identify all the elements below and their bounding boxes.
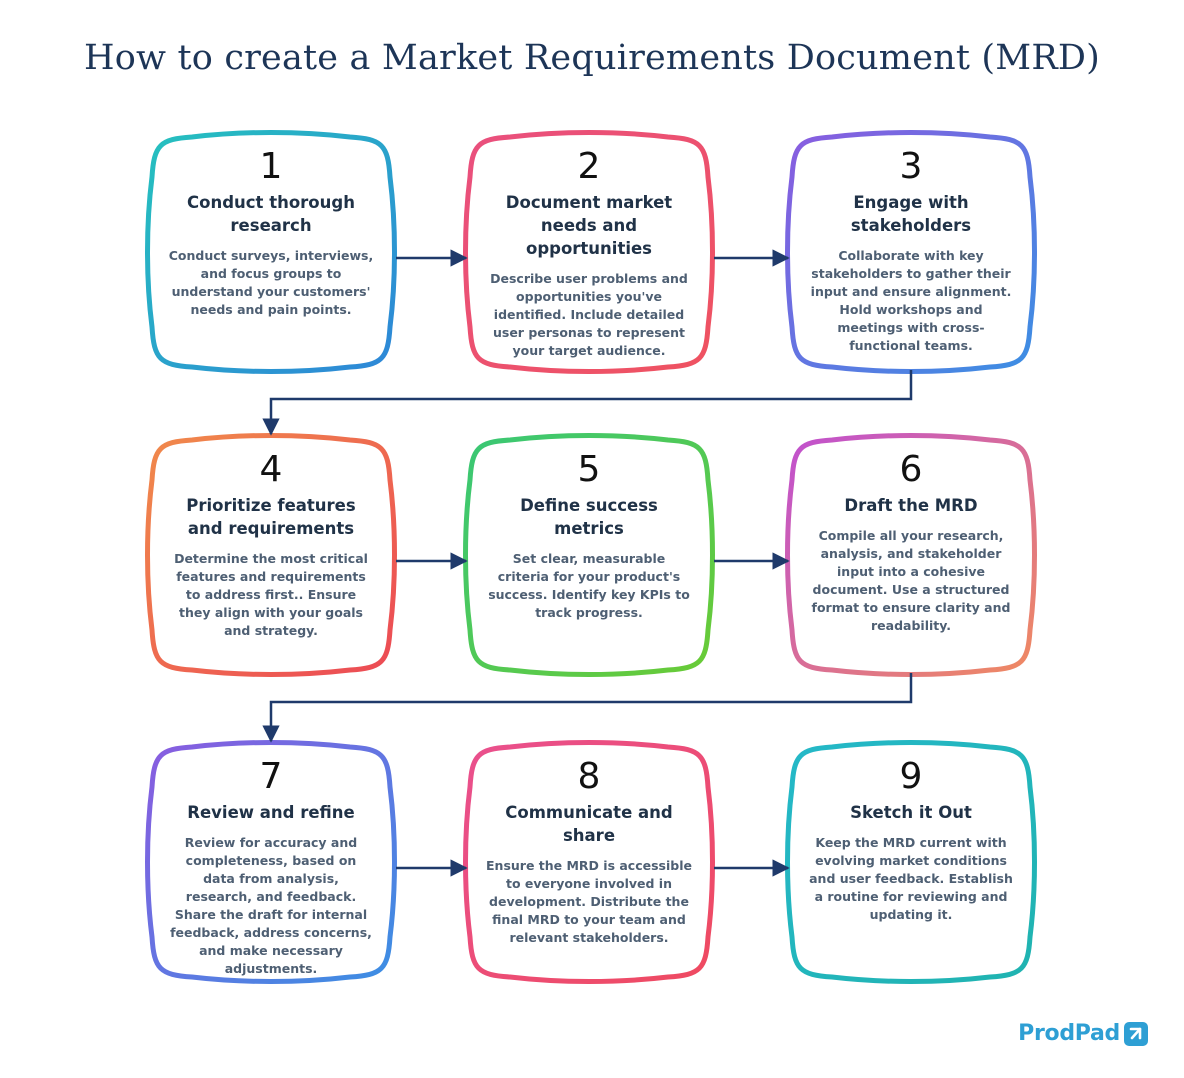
page-title: How to create a Market Requirements Docu… [83, 38, 1100, 78]
step-title: Conduct thorough research [187, 193, 355, 235]
logo-text: ProdPad [1018, 1021, 1120, 1046]
step-title: Communicate and share [505, 803, 673, 845]
step-title: Sketch it Out [850, 803, 972, 822]
step-title: Review and refine [187, 803, 355, 822]
step-number: 7 [259, 756, 283, 797]
step-number: 2 [577, 146, 601, 187]
step-7-frame [145, 740, 397, 984]
step-description: Ensure the MRD is accessible to everyone… [486, 858, 692, 945]
step-description: Describe user problems and opportunities… [490, 271, 688, 358]
step-9-frame [785, 740, 1037, 984]
step-number: 3 [899, 146, 923, 187]
step-title: Draft the MRD [844, 496, 978, 515]
step-2-frame [463, 130, 715, 374]
prodpad-logo: ProdPad [1018, 1021, 1148, 1046]
step-title: Engage with stakeholders [850, 193, 972, 235]
step-3-frame [785, 130, 1037, 374]
step-description: Keep the MRD current with evolving marke… [809, 835, 1013, 922]
step-number: 8 [577, 756, 601, 797]
step-number: 1 [259, 146, 283, 187]
step-description: Set clear, measurable criteria for your … [488, 551, 690, 620]
step-number: 9 [899, 756, 923, 797]
step-number: 5 [577, 449, 601, 490]
step-title: Prioritize features and requirements [186, 496, 356, 538]
step-title: Document market needs and opportunities [505, 193, 673, 258]
arrow-connector-2 [262, 673, 913, 743]
step-4-frame [145, 433, 397, 677]
step-1-frame [145, 130, 397, 374]
step-number: 4 [259, 449, 283, 490]
step-description: Collaborate with key stakeholders to gat… [810, 248, 1012, 353]
step-description: Determine the most critical features and… [174, 551, 368, 638]
step-8-frame [463, 740, 715, 984]
step-6-frame [785, 433, 1037, 677]
step-title: Define success metrics [520, 496, 658, 538]
prodpad-mark-icon [1124, 1021, 1148, 1046]
step-description: Review for accuracy and completeness, ba… [170, 835, 372, 976]
arrow-connector-1 [262, 370, 913, 436]
step-number: 6 [899, 449, 923, 490]
step-description: Conduct surveys, interviews, and focus g… [168, 248, 374, 317]
step-description: Compile all your research, analysis, and… [811, 528, 1011, 633]
step-5-frame [463, 433, 715, 677]
